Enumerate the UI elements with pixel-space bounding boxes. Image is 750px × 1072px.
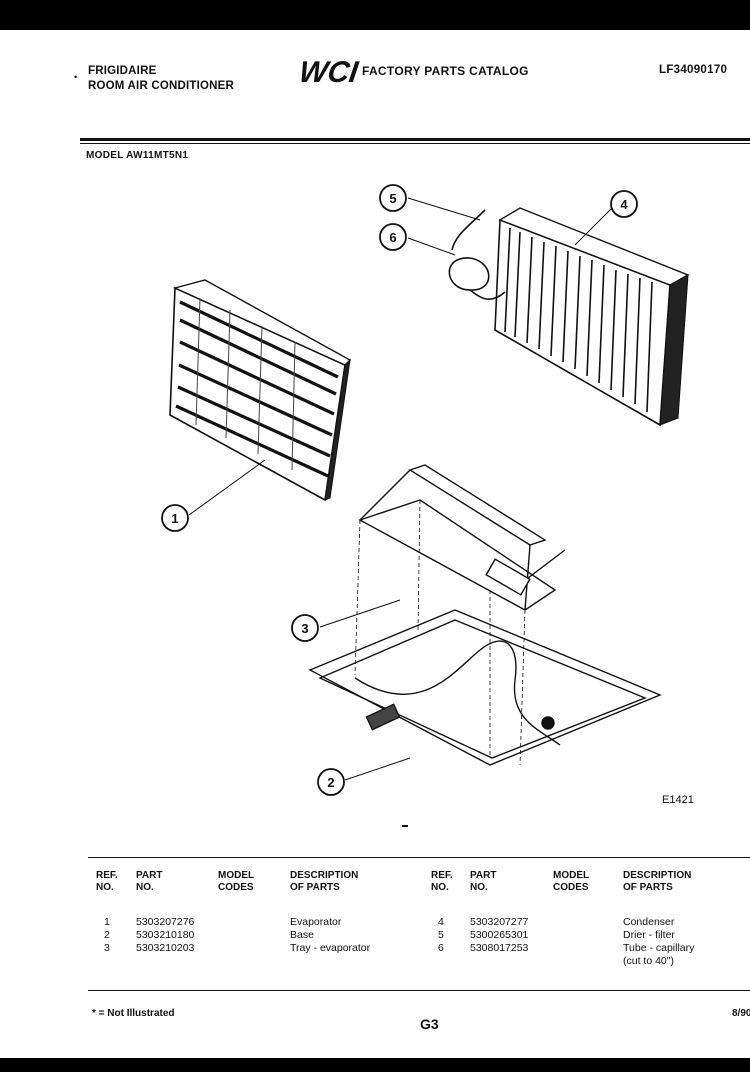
condenser-coil-drawing (494, 207, 690, 427)
header-bullet: • (74, 72, 78, 82)
col-header-model-right: MODEL CODES (553, 870, 590, 893)
footnote: * = Not Illustrated (92, 1008, 175, 1019)
evaporator-coil-drawing (169, 279, 352, 502)
callout-4: 4 (610, 190, 638, 218)
callout-2-label: 2 (327, 775, 334, 790)
part-no: 5303207276 (136, 916, 195, 928)
callout-5-label: 5 (389, 191, 396, 206)
model-line: MODEL AW11MT5N1 (86, 150, 189, 161)
document-id: LF34090170 (659, 64, 728, 76)
header-rule-thin (80, 143, 750, 144)
catalog-title: FACTORY PARTS CATALOG (362, 64, 529, 78)
revision-date: 8/90 (732, 1008, 750, 1019)
part-description: Base (290, 929, 314, 941)
callout-3-label: 3 (301, 621, 308, 636)
callout-6-label: 6 (389, 230, 396, 245)
part-no: 5303210203 (136, 942, 195, 954)
header-brand-block: FRIGIDAIRE ROOM AIR CONDITIONER (88, 64, 234, 94)
figure-code: E1421 (662, 794, 694, 806)
drier-and-capillary-tube-drawing (448, 209, 506, 300)
evaporator-tray-drawing (358, 464, 566, 611)
ref-no: 3 (104, 942, 110, 954)
wci-logo-icon: WCI (300, 56, 360, 88)
callout-4-label: 4 (620, 197, 628, 212)
col-header-ref-left: REF. NO. (96, 870, 118, 893)
callout-2: 2 (317, 768, 345, 796)
col-header-ref-right: REF. NO. (431, 870, 453, 893)
col-header-model-left: MODEL CODES (218, 870, 255, 893)
ref-no: 1 (104, 916, 110, 928)
base-pan-drawing (308, 499, 662, 766)
callout-6: 6 (379, 223, 407, 251)
ref-no: 4 (438, 916, 444, 928)
header-rule (80, 138, 750, 141)
col-header-part-left: PART NO. (136, 870, 163, 893)
callout-markers: 1 2 3 4 5 6 (161, 184, 638, 796)
callout-1-label: 1 (171, 511, 178, 526)
parts-catalog-page: • FRIGIDAIRE ROOM AIR CONDITIONER WCI FA… (0, 30, 750, 1058)
product-name: ROOM AIR CONDITIONER (88, 80, 235, 92)
page-number: G3 (420, 1016, 439, 1032)
part-no: 5303210180 (136, 929, 195, 941)
callout-1: 1 (161, 504, 189, 532)
part-no: 5303207277 (470, 916, 529, 928)
leader-lines (188, 197, 613, 781)
part-no: 5308017253 (470, 942, 529, 954)
callout-5: 5 (379, 184, 407, 212)
col-header-desc-right: DESCRIPTION OF PARTS (623, 870, 692, 893)
ref-no: 6 (438, 942, 444, 954)
part-description: Tray - evaporator (290, 942, 371, 954)
part-description: Drier - filter (623, 929, 675, 941)
callout-3: 3 (291, 614, 319, 642)
col-header-part-right: PART NO. (470, 870, 497, 893)
exploded-parts-diagram: 1 2 3 4 5 6 (161, 184, 690, 796)
center-mark (402, 825, 408, 827)
table-top-rule (88, 857, 750, 858)
ref-no: 2 (104, 929, 110, 941)
part-description: Tube - capillary (cut to 40") (623, 942, 695, 967)
part-no: 5300265301 (470, 929, 529, 941)
part-description: Evaporator (290, 916, 342, 928)
footer-rule (88, 990, 750, 991)
logo-text: WCI (300, 56, 360, 88)
col-header-desc-left: DESCRIPTION OF PARTS (290, 870, 359, 893)
part-description: Condenser (623, 916, 675, 928)
ref-no: 5 (438, 929, 444, 941)
brand-name: FRIGIDAIRE (88, 65, 157, 77)
